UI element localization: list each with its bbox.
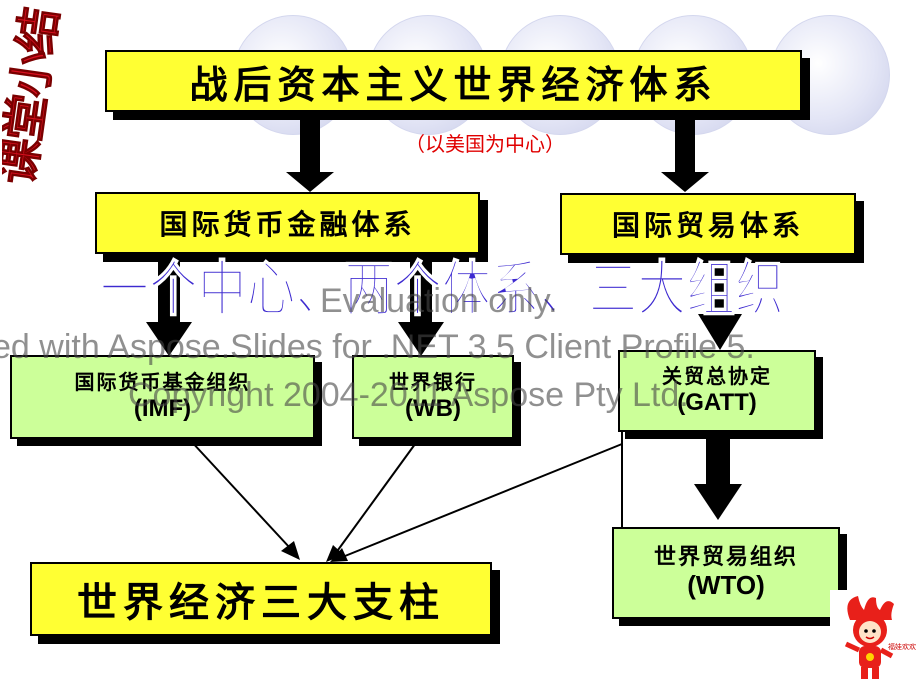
- wto-box: 世界贸易组织 (WTO): [612, 527, 840, 619]
- monetary-system-label: 国际货币金融体系: [159, 208, 416, 241]
- wto-abbr: (WTO): [687, 570, 765, 600]
- sidebar-title: 课堂小结: [2, 4, 68, 188]
- mascot-icon: [844, 596, 894, 679]
- trade-system-label: 国际贸易体系: [611, 209, 804, 242]
- main-title-box: 战后资本主义世界经济体系: [105, 50, 802, 112]
- watermark-line-3: Copyright 2004-2011 Aspose Pty Ltd.: [128, 376, 689, 414]
- slogan: 一个中心、两个体系、三大组织: [99, 254, 785, 322]
- main-title: 战后资本主义世界经济体系: [189, 62, 718, 107]
- imf-name: 国际货币基金组织: [74, 370, 251, 394]
- pillars-box: 世界经济三大支柱: [30, 562, 492, 636]
- gatt-box: 关贸总协定 (GATT): [618, 350, 816, 432]
- wb-name: 世界银行: [389, 370, 477, 394]
- trade-system-box: 国际贸易体系: [560, 193, 856, 255]
- mascot-image: 福娃欢欢: [830, 590, 916, 686]
- wb-abbr: (WB): [405, 395, 461, 422]
- imf-box: 国际货币基金组织 (IMF): [10, 355, 315, 439]
- gatt-abbr: (GATT): [677, 389, 757, 416]
- gatt-name: 关贸总协定: [662, 364, 772, 388]
- imf-abbr: (IMF): [133, 395, 192, 422]
- monetary-system-box: 国际货币金融体系: [95, 192, 480, 254]
- watermark-line-2: ed with Aspose.Slides for .NET 3.5 Clien…: [0, 328, 755, 366]
- mascot-caption: 福娃欢欢: [888, 643, 916, 651]
- wb-box: 世界银行 (WB): [352, 355, 514, 439]
- subtitle-center-us: （以美国为中心）: [405, 132, 565, 156]
- pillars-label: 世界经济三大支柱: [77, 580, 445, 626]
- watermark-line-1: Evaluation only.: [320, 282, 558, 320]
- slogan-text: 一个中心、两个体系、三大组织: [100, 255, 784, 322]
- wto-name: 世界贸易组织: [653, 545, 798, 570]
